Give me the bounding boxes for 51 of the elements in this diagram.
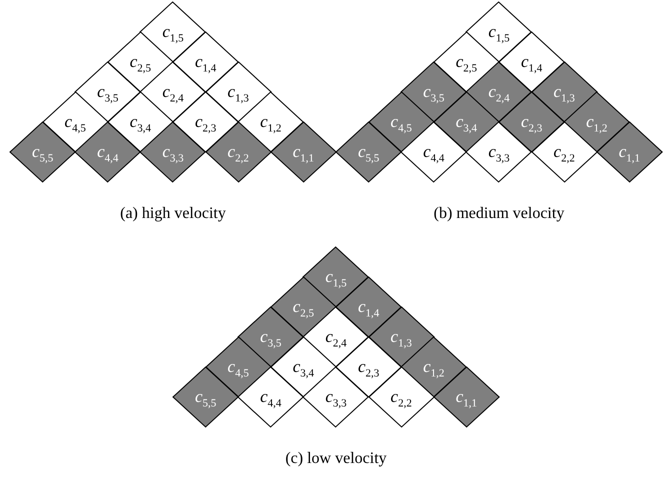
cell-label: c$_{2,3}$ — [520, 112, 542, 134]
cell-label: c$_{2,5}$ — [130, 52, 152, 74]
cell-label: c$_{5,5}$ — [358, 142, 380, 164]
cell-label: c$_{5,5}$ — [32, 142, 54, 164]
cell-label: c$_{1,4}$ — [194, 52, 216, 74]
diamond-cell — [596, 122, 662, 182]
cell-label: c$_{1,5}$ — [162, 22, 184, 44]
cell-label: c$_{2,5}$ — [292, 296, 314, 320]
cell-label: c$_{1,3}$ — [554, 82, 575, 104]
cell-label: c$_{3,4}$ — [292, 356, 314, 380]
cell-label: c$_{1,3}$ — [228, 82, 249, 104]
cell-label: c$_{3,5}$ — [260, 326, 282, 350]
cell-label: c$_{1,4}$ — [520, 52, 542, 74]
cell-label: c$_{2,2}$ — [228, 142, 249, 164]
diamond-cell — [434, 367, 499, 427]
cell-label: c$_{1,4}$ — [358, 296, 380, 320]
cell-label: c$_{4,4}$ — [97, 142, 118, 164]
cell-label: c$_{1,2}$ — [260, 112, 282, 134]
subfigure-caption: (a) high velocity — [120, 205, 226, 223]
cell-label: c$_{2,2}$ — [554, 142, 575, 164]
cell-label: c$_{1,2}$ — [423, 356, 444, 380]
cell-label: c$_{3,5}$ — [423, 82, 444, 104]
diamond-cell — [270, 122, 336, 182]
cell-label: c$_{1,1}$ — [292, 142, 314, 164]
subfigure-caption: (b) medium velocity — [434, 205, 564, 223]
cell-label: c$_{1,5}$ — [488, 22, 510, 44]
cell-label: c$_{2,5}$ — [456, 52, 478, 74]
cell-label: c$_{3,4}$ — [130, 112, 152, 134]
subfigure-caption: (c) low velocity — [285, 450, 387, 468]
cell-label: c$_{3,3}$ — [488, 142, 510, 164]
cell-label: c$_{4,5}$ — [64, 112, 86, 134]
cell-label: c$_{2,3}$ — [358, 356, 380, 380]
cell-label: c$_{3,3}$ — [162, 142, 184, 164]
cell-label: c$_{1,3}$ — [390, 326, 412, 350]
cell-label: c$_{2,3}$ — [194, 112, 216, 134]
cell-label: c$_{3,5}$ — [97, 82, 118, 104]
cell-label: c$_{2,2}$ — [390, 386, 412, 410]
cell-label: c$_{5,5}$ — [194, 386, 216, 410]
cell-label: c$_{4,4}$ — [423, 142, 444, 164]
cell-label: c$_{1,5}$ — [325, 266, 347, 290]
cell-label: c$_{1,1}$ — [618, 142, 640, 164]
cell-label: c$_{3,4}$ — [456, 112, 478, 134]
cell-label: c$_{2,4}$ — [488, 82, 510, 104]
cell-label: c$_{2,4}$ — [325, 326, 347, 350]
cell-label: c$_{1,1}$ — [456, 386, 478, 410]
cell-label: c$_{4,5}$ — [228, 356, 249, 380]
cell-label: c$_{3,3}$ — [325, 386, 347, 410]
cell-label: c$_{4,5}$ — [390, 112, 412, 134]
cell-label: c$_{4,4}$ — [260, 386, 282, 410]
cell-label: c$_{2,4}$ — [162, 82, 184, 104]
cell-label: c$_{1,2}$ — [586, 112, 608, 134]
